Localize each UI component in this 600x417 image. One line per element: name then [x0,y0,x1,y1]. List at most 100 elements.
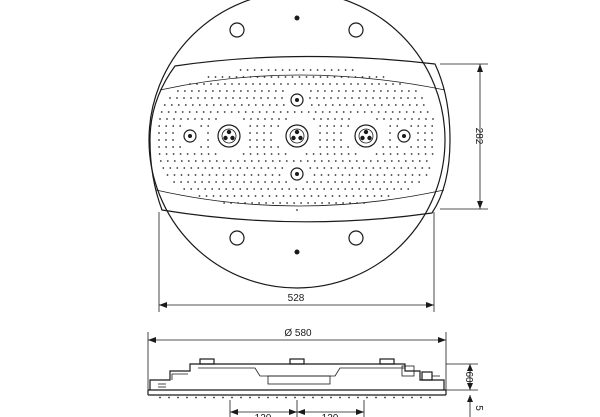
nozzle-dot [398,111,401,113]
nozzle-dot [249,153,252,155]
nozzle-dot [340,153,343,155]
nozzle-dot [180,181,183,183]
underside-nozzle-dot [258,396,260,399]
nozzle-dot [384,111,387,113]
underside-nozzle-dot [168,396,170,399]
nozzle-dot [347,76,350,78]
nozzle-dot [252,83,254,85]
nozzle-dot [233,195,236,197]
nozzle-dot [274,188,277,190]
nozzle-dot [281,167,284,169]
nozzle-dot [274,167,277,169]
nozzle-dot [280,83,282,85]
nozzle-dot [246,69,249,71]
nozzle-dot [264,118,266,120]
nozzle-dot [319,139,321,141]
nozzle-dot [160,111,163,113]
nozzle-dot [347,153,350,155]
nozzle-dot [270,132,272,134]
nozzle-grid [158,69,434,211]
dimension-height-label: 282 [473,128,484,145]
nozzle-dot [424,132,426,134]
nozzle-dot [258,111,261,113]
nozzle-dot [260,97,262,99]
nozzle-dot [365,97,367,99]
mount-hole-bottom-right [348,230,364,246]
nozzle-dot [382,146,384,148]
nozzle-dot [389,125,392,127]
nozzle-dot [424,146,426,148]
nozzle-dot [417,132,419,134]
nozzle-dot [184,104,187,106]
nozzle-dot [319,153,322,155]
nozzle-dot [326,139,328,141]
nozzle-dot [344,69,347,71]
nozzle-dot [362,181,364,183]
nozzle-dot [358,97,360,99]
nozzle-dot [201,174,204,176]
nozzle-dot [189,83,191,85]
nozzle-dot [328,111,331,113]
nozzle-dot [253,69,256,71]
nozzle-dot [201,118,203,120]
nozzle-dot [355,174,358,176]
small-jet-left [183,129,197,143]
nozzle-dot [337,69,340,71]
nozzle-dot [204,167,207,169]
nozzle-dot [331,90,333,92]
nozzle-dot [224,83,226,85]
nozzle-dot [327,118,329,120]
nozzle-dot [207,132,209,134]
nozzle-field-inner-top [159,74,446,91]
nozzle-dot [263,76,266,78]
nozzle-dot [306,160,309,162]
nozzle-dot [412,111,415,113]
nozzle-dot [379,97,381,99]
nozzle-dot [315,83,317,85]
nozzle-dot [159,118,161,120]
nozzle-dot [247,104,250,106]
nozzle-dot [399,83,401,85]
nozzle-dot [200,146,203,148]
nozzle-dot [410,125,413,127]
nozzle-dot [249,146,252,148]
nozzle-dot [166,160,169,162]
nozzle-dot [229,174,232,176]
nozzle-dot [194,118,196,120]
nozzle-dot [352,90,354,92]
nozzle-dot [260,69,263,71]
nozzle-dot [349,202,351,204]
nozzle-dot [397,181,399,183]
nozzle-dot [261,90,263,92]
nozzle-dot [217,83,219,85]
nozzle-dot [322,83,324,85]
nozzle-dot [173,118,175,120]
nozzle-dot [233,90,235,92]
nozzle-dot [188,111,191,113]
nozzle-dot [187,174,190,176]
nozzle-dot [278,174,281,176]
nozzle-dot [208,160,211,162]
nozzle-dot [308,83,310,85]
nozzle-dot [365,167,368,169]
nozzle-dot [355,181,357,183]
nozzle-dot [375,153,378,155]
nozzle-dot [251,202,254,204]
nozzle-dot [292,160,295,162]
nozzle-dot [317,90,319,92]
nozzle-dot [366,90,368,92]
nozzle-dot [173,160,176,162]
nozzle-dot [253,188,256,190]
nozzle-dot [326,153,329,155]
nozzle-dot [263,132,265,134]
nozzle-dot [204,97,206,99]
nozzle-dot [193,153,196,155]
nozzle-dot [270,153,273,155]
nozzle-dot [376,174,379,176]
nozzle-dot [310,90,312,92]
nozzle-dot [218,188,221,190]
nozzle-dot [264,174,267,176]
nozzle-dot [267,69,270,71]
nozzle-dot [428,167,431,169]
nozzle-dot [242,76,245,78]
